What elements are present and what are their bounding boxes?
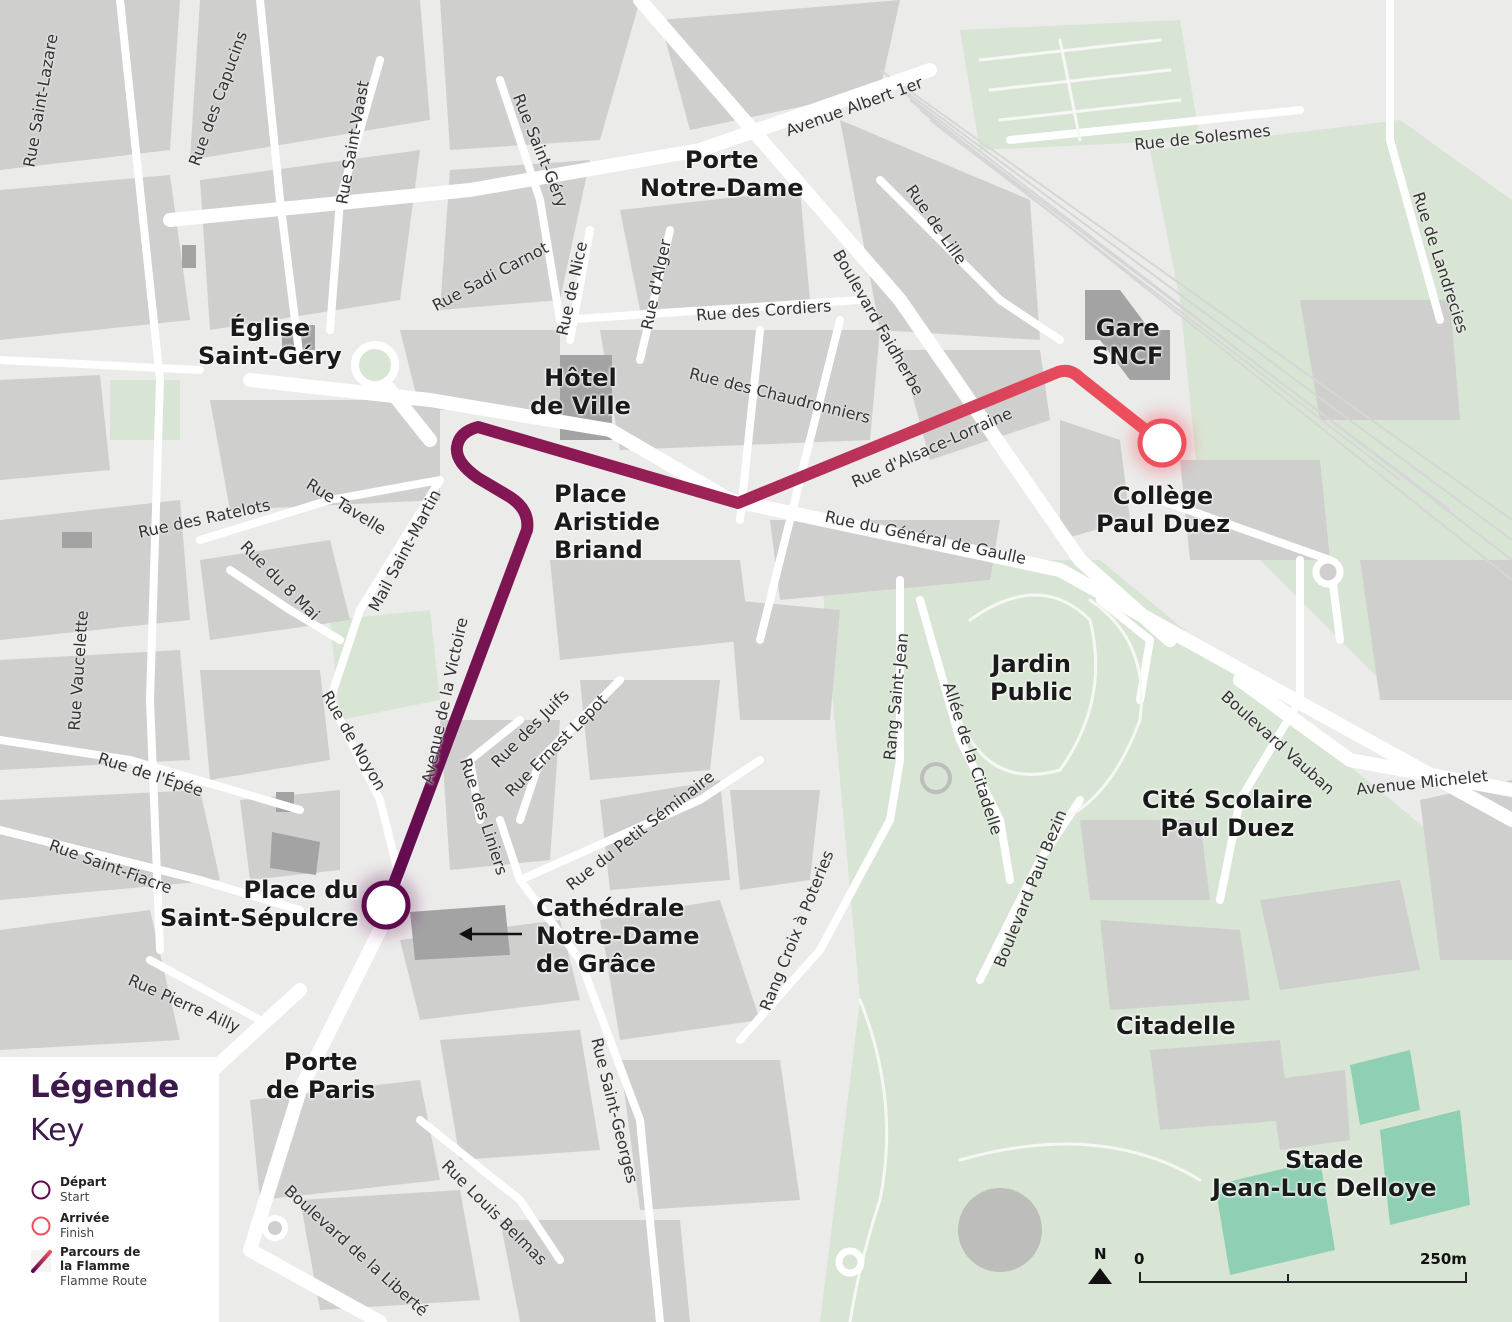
start-marker[interactable] xyxy=(356,875,416,935)
finish-symbol-icon xyxy=(31,1216,51,1236)
legend-start-en: Start xyxy=(60,1190,90,1204)
cathedral-arrow xyxy=(459,927,522,941)
legend-subtitle: Key xyxy=(30,1113,85,1148)
railway-tracks xyxy=(879,69,1512,581)
start-symbol-icon xyxy=(31,1180,51,1200)
legend-item-start: Départ Start xyxy=(30,1175,215,1211)
fountain xyxy=(920,762,952,794)
legend-title: Légende xyxy=(30,1069,180,1105)
north-arrow xyxy=(1088,1268,1112,1284)
legend-finish-fr: Arrivée xyxy=(60,1211,110,1225)
finish-marker[interactable] xyxy=(1132,413,1192,473)
sports-fields xyxy=(1215,1050,1470,1275)
legend-start-fr: Départ xyxy=(60,1175,107,1189)
roundabouts xyxy=(262,341,1344,1277)
legend-finish-en: Finish xyxy=(60,1226,95,1240)
flame-route xyxy=(380,364,1168,911)
route-symbol-icon xyxy=(31,1250,52,1273)
landmark-buildings xyxy=(62,245,1170,960)
legend-item-finish: Arrivée Finish xyxy=(30,1211,215,1247)
round-structure xyxy=(958,1188,1042,1272)
scale-max-label: 250m xyxy=(1420,1250,1467,1268)
flame-route-line xyxy=(380,364,1168,911)
legend: Légende Key Départ Start Arrivée Finish xyxy=(0,1057,219,1322)
scale-bar xyxy=(1139,1272,1467,1283)
label-citadelle: Citadelle xyxy=(1116,1012,1236,1040)
north-label: N xyxy=(1094,1245,1107,1263)
legend-route-en: Flamme Route xyxy=(60,1274,147,1288)
scale-zero-label: 0 xyxy=(1134,1250,1145,1268)
